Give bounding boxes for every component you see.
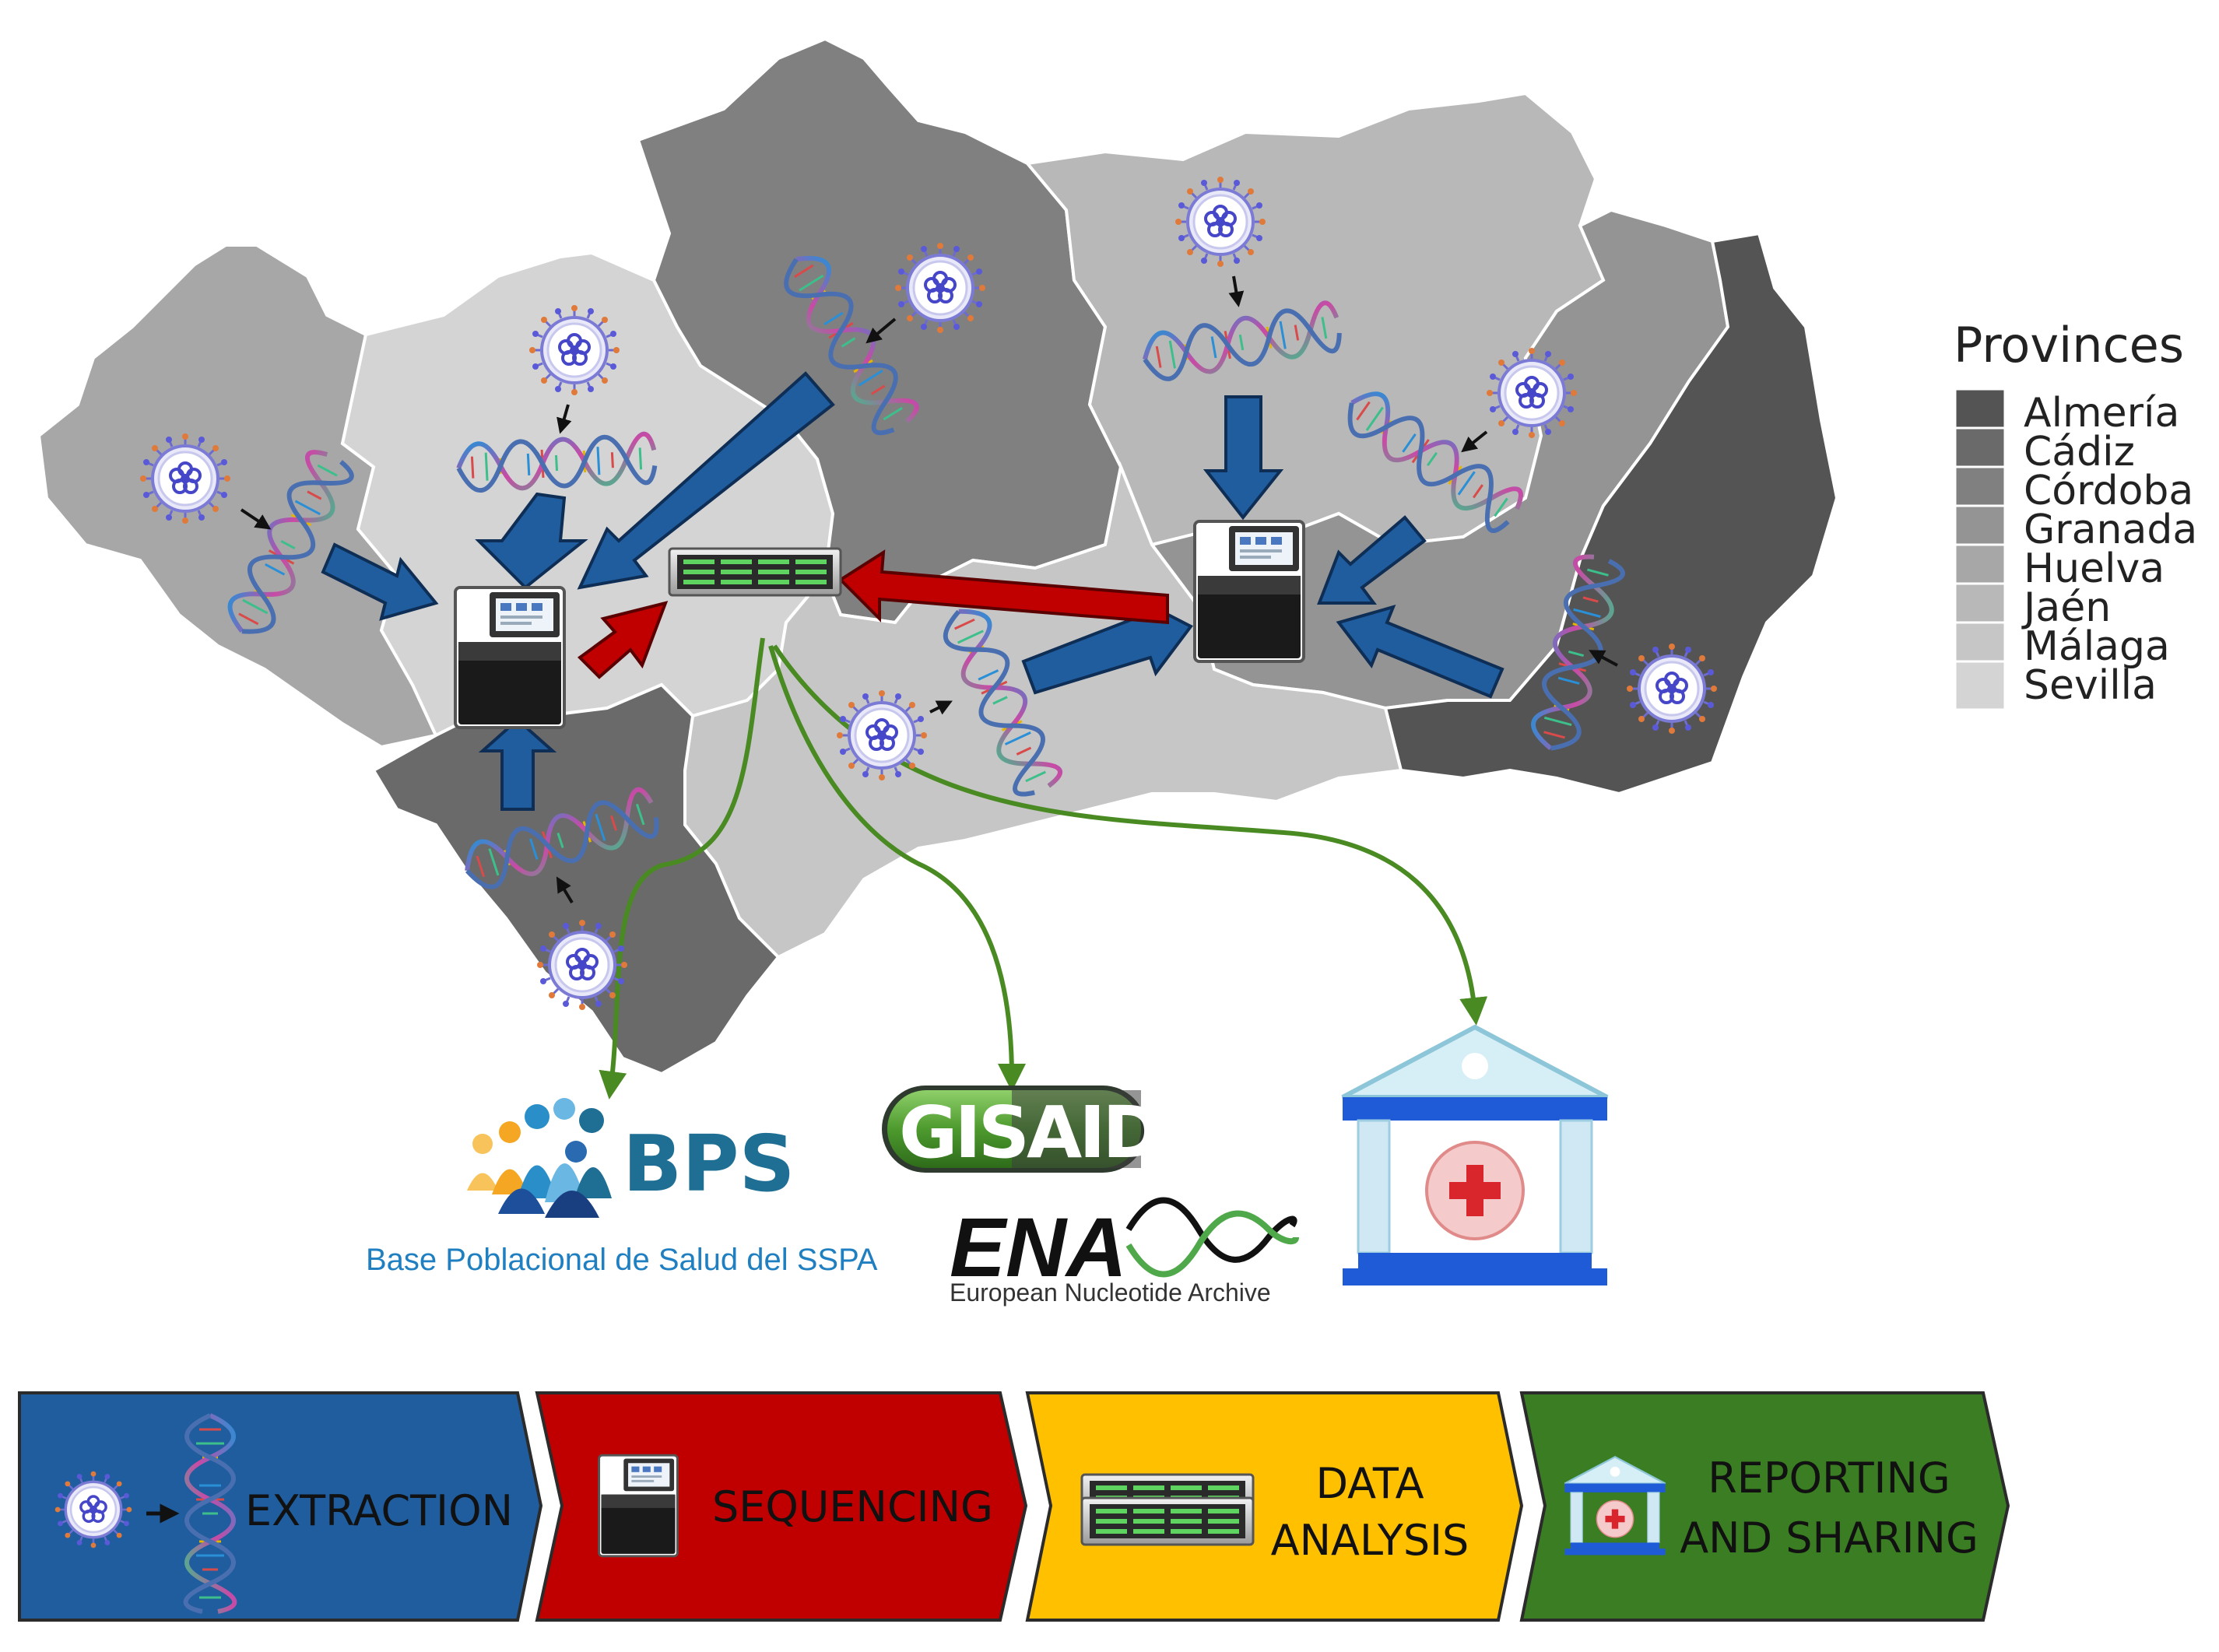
sequencer-icon xyxy=(598,1454,679,1558)
step-label: ANALYSIS xyxy=(1271,1516,1469,1565)
legend-title: Provinces xyxy=(1954,317,2184,374)
collect-arrow xyxy=(1317,515,1427,605)
hospital-icon xyxy=(1343,1027,1607,1285)
province-almeria xyxy=(1383,231,1839,796)
pipeline-step-reporting: REPORTING AND SHARING xyxy=(1519,1391,2010,1622)
ena-logo: ENA European Nucleotide Archive xyxy=(950,1197,1299,1307)
andalusia-map xyxy=(37,37,1839,1076)
people-icon xyxy=(467,1098,612,1218)
server-icon xyxy=(668,547,842,597)
legend-label: Córdoba xyxy=(2024,468,2193,514)
step-label: SEQUENCING xyxy=(712,1482,993,1531)
step-label: AND SHARING xyxy=(1680,1513,1978,1563)
conversion-arrows xyxy=(240,275,1618,904)
virus-icon xyxy=(1174,175,1267,268)
ena-name: ENA xyxy=(950,1200,1127,1294)
pipeline-step-data-analysis: DATA ANALYSIS xyxy=(1025,1391,1524,1622)
virus-icon xyxy=(53,1469,134,1550)
dna-wave-icon xyxy=(1125,1197,1297,1263)
virus-icon xyxy=(139,432,232,525)
transfer-arrow xyxy=(577,601,669,679)
virus-icon xyxy=(528,303,621,397)
share-arrow-bps xyxy=(599,637,765,1100)
step-label: DATA xyxy=(1315,1459,1424,1508)
gisaid-logo: GISAID xyxy=(882,1086,1162,1174)
virus-icon xyxy=(894,241,987,335)
bps-logo: BPS Base Poblacional de Salud del SSPA xyxy=(366,1098,878,1277)
legend: Provinces AlmeríaCádizCórdobaGranadaHuel… xyxy=(1954,317,2197,711)
collect-arrow xyxy=(321,542,439,621)
legend-label: Sevilla xyxy=(2024,662,2157,709)
virus-icon xyxy=(1625,642,1719,735)
legend-label: Cádiz xyxy=(2024,429,2135,475)
legend-label: Granada xyxy=(2024,507,2197,553)
collect-arrow xyxy=(577,371,835,590)
collect-arrow xyxy=(475,492,588,590)
pipeline-step-extraction: EXTRACTION xyxy=(18,1391,543,1622)
legend-label: Huelva xyxy=(2024,545,2165,592)
share-arrow-gisaid xyxy=(768,645,1026,1092)
pipeline-banner: EXTRACTION SEQUENCING DATA ANALYSIS REPO… xyxy=(18,1391,2010,1622)
sequencer-icon xyxy=(1193,520,1305,663)
pipeline-step-sequencing: SEQUENCING xyxy=(535,1391,1028,1622)
collect-arrow xyxy=(1336,604,1504,699)
collect-arrow xyxy=(478,717,557,811)
legend-label: Almería xyxy=(2024,390,2179,437)
transfer-arrows xyxy=(577,549,1169,679)
legend-label: Málaga xyxy=(2024,623,2170,670)
collect-arrow xyxy=(1203,395,1284,521)
virus-icon xyxy=(1485,346,1578,440)
transfer-arrow xyxy=(837,549,1169,625)
legend-swatch xyxy=(1954,660,2007,711)
bps-subtitle: Base Poblacional de Salud del SSPA xyxy=(366,1243,878,1277)
legend-label: Jaén xyxy=(2021,584,2111,631)
gisaid-name: GISAID xyxy=(899,1091,1159,1174)
virus-icon xyxy=(535,918,629,1012)
server-icon xyxy=(1080,1496,1255,1546)
sequencer-icon xyxy=(454,586,566,729)
step-label: EXTRACTION xyxy=(245,1486,513,1535)
virus-icon xyxy=(835,689,929,782)
bps-name: BPS xyxy=(623,1118,795,1209)
province-cadiz xyxy=(371,682,781,1076)
ena-subtitle: European Nucleotide Archive xyxy=(950,1278,1271,1307)
step-label: REPORTING xyxy=(1708,1454,1950,1503)
